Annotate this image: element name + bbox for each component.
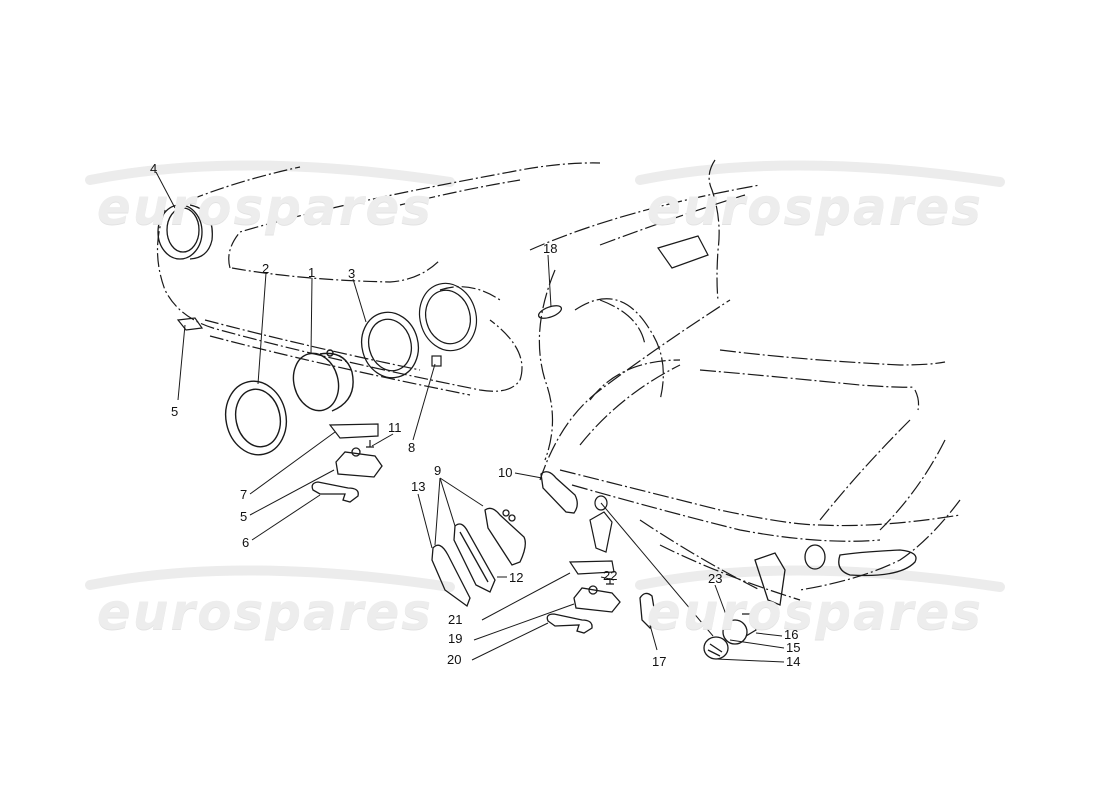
callout-leader-lines (155, 171, 785, 663)
callout-label-4: 4 (150, 161, 158, 176)
callout-label-22: 22 (603, 568, 618, 583)
callout-label-3: 3 (348, 266, 356, 281)
callout-label-10: 10 (498, 465, 513, 480)
part-8-clip (431, 355, 442, 367)
callout-label-15: 15 (786, 640, 801, 655)
watermark-text: eurospares (646, 178, 984, 236)
watermark-bottom-right: eurospares (615, 555, 1015, 645)
rear-tail-light-right (754, 544, 917, 606)
part-4-headlamp (157, 204, 213, 260)
part-17-side-marker (639, 592, 657, 629)
part-21-plate (568, 560, 615, 575)
callout-label-2: 2 (262, 261, 270, 276)
part-7-plate (328, 423, 379, 439)
part-6-lens-cover (311, 481, 359, 503)
callout-label-5b: 5 (240, 509, 248, 524)
rear-car-body-outline (529, 159, 961, 601)
part-10-rear-lamp-housing (540, 471, 578, 514)
watermark-top-right: eurospares (615, 150, 1015, 240)
callout-label-16: 16 (784, 627, 799, 642)
part-13-lamp-gasket (431, 544, 471, 608)
part-3-mounting-ring (360, 311, 420, 379)
part-9-12-lamp-lens (453, 523, 496, 593)
part-18-side-marker (537, 305, 563, 319)
headlamp-opening-ring (418, 282, 478, 352)
watermark-text: eurospares (96, 583, 434, 641)
callout-label-12: 12 (509, 570, 524, 585)
part-2-headlamp-bezel (224, 380, 288, 456)
watermark-top-left: eurospares (65, 150, 465, 240)
watermark-text: eurospares (646, 583, 984, 641)
callout-label-20: 20 (447, 652, 462, 667)
watermark-swooshes (85, 160, 1005, 592)
callout-label-19: 19 (448, 631, 463, 646)
rear-bumper-bracket (589, 511, 613, 553)
part-20-lens-cover (546, 613, 593, 634)
watermark-text: eurospares (96, 178, 434, 236)
rear-reflector-socket (594, 495, 608, 511)
part-5-side-marker (176, 317, 204, 331)
callout-label-21: 21 (448, 612, 463, 627)
watermark-bottom-left: eurospares (65, 555, 465, 645)
rear-quarter-window (657, 235, 709, 269)
part-1-headlamp-unit (292, 349, 354, 412)
callout-label-18: 18 (543, 241, 558, 256)
callout-label-5a: 5 (171, 404, 179, 419)
part-11-screw (366, 440, 374, 448)
callout-label-11: 11 (388, 420, 402, 435)
callout-label-14: 14 (786, 654, 801, 669)
callout-label-13: 13 (411, 479, 426, 494)
part-9-lamp-housing (484, 507, 526, 566)
callout-label-6: 6 (242, 535, 250, 550)
callout-label-23: 23 (708, 571, 723, 586)
callout-label-17: 17 (652, 654, 667, 669)
part-5-plate-lamp-body (335, 447, 383, 478)
callout-label-8: 8 (408, 440, 416, 455)
part-19-plate-lamp-body (573, 585, 621, 613)
callout-label-9: 9 (434, 463, 442, 478)
callout-label-7: 7 (240, 487, 248, 502)
callout-label-1: 1 (308, 265, 316, 280)
